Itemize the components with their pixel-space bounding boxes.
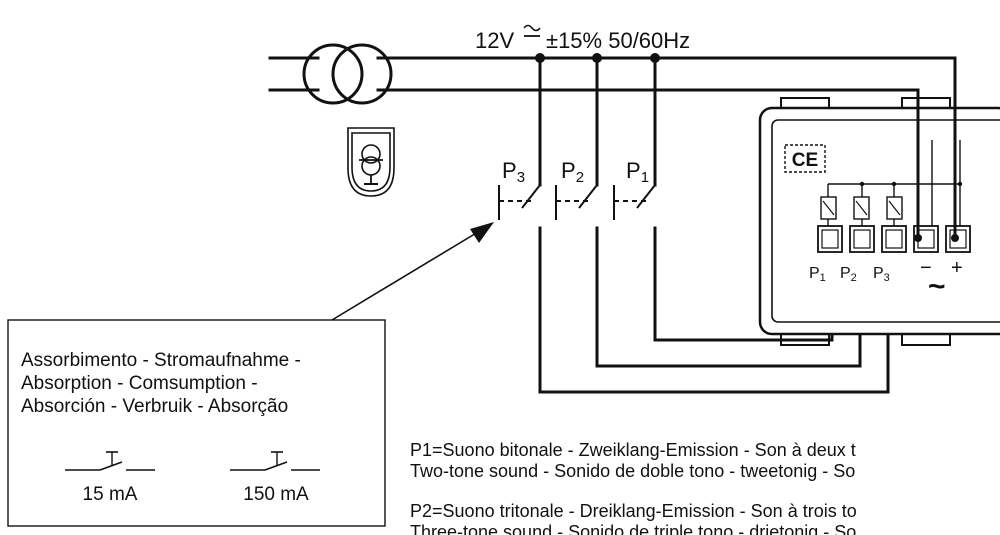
info-line-2: Absorption - Comsumption - [21, 373, 258, 394]
safety-transformer-icon [347, 127, 395, 197]
legend-p2-line2: Three-tone sound - Sonido de triple tono… [410, 522, 856, 535]
pushbutton-p1: P1 [613, 158, 656, 220]
terminal-blocks [817, 225, 971, 253]
legend-p1-line2: Two-tone sound - Sonido de doble tono - … [410, 461, 855, 481]
legend-p1-line1: P1=Suono bitonale - Zweiklang-Emission -… [410, 440, 856, 460]
button-label-p3: P3 [502, 158, 525, 186]
internal-bus [827, 140, 963, 228]
button-label-p1: P1 [626, 158, 649, 186]
value-150ma: 150 mA [243, 484, 309, 505]
value-15ma: 15 mA [83, 484, 138, 505]
ac-symbol: ~ [928, 270, 946, 303]
supply-tolerance-label: ±15% 50/60Hz [546, 28, 690, 53]
sounder-device [758, 97, 1000, 346]
button-symbol-150ma [230, 451, 320, 471]
info-box [7, 319, 386, 527]
svg-text:CE: CE [792, 150, 818, 171]
terminal-minus-label: − [920, 257, 932, 279]
transformer-symbol [302, 43, 393, 105]
pushbutton-p2: P2 [555, 158, 598, 220]
legend-p2-line1: P2=Suono tritonale - Dreiklang-Emission … [410, 501, 857, 521]
info-line-3: Absorción - Verbruik - Absorção [21, 396, 288, 417]
button-symbol-15ma [65, 451, 155, 471]
button-label-p2: P2 [561, 158, 584, 186]
pushbutton-p3: P3 [498, 158, 542, 234]
pointer-arrow [331, 231, 479, 321]
ce-mark: CE [784, 144, 826, 173]
arrow-head [470, 222, 494, 243]
terminal-plus-label: + [951, 257, 963, 279]
info-line-1: Assorbimento - Stromaufnahme - [21, 350, 301, 371]
ac-dc-symbol [523, 24, 541, 37]
supply-voltage-label: 12V [475, 28, 514, 53]
internal-fuses [820, 196, 903, 226]
